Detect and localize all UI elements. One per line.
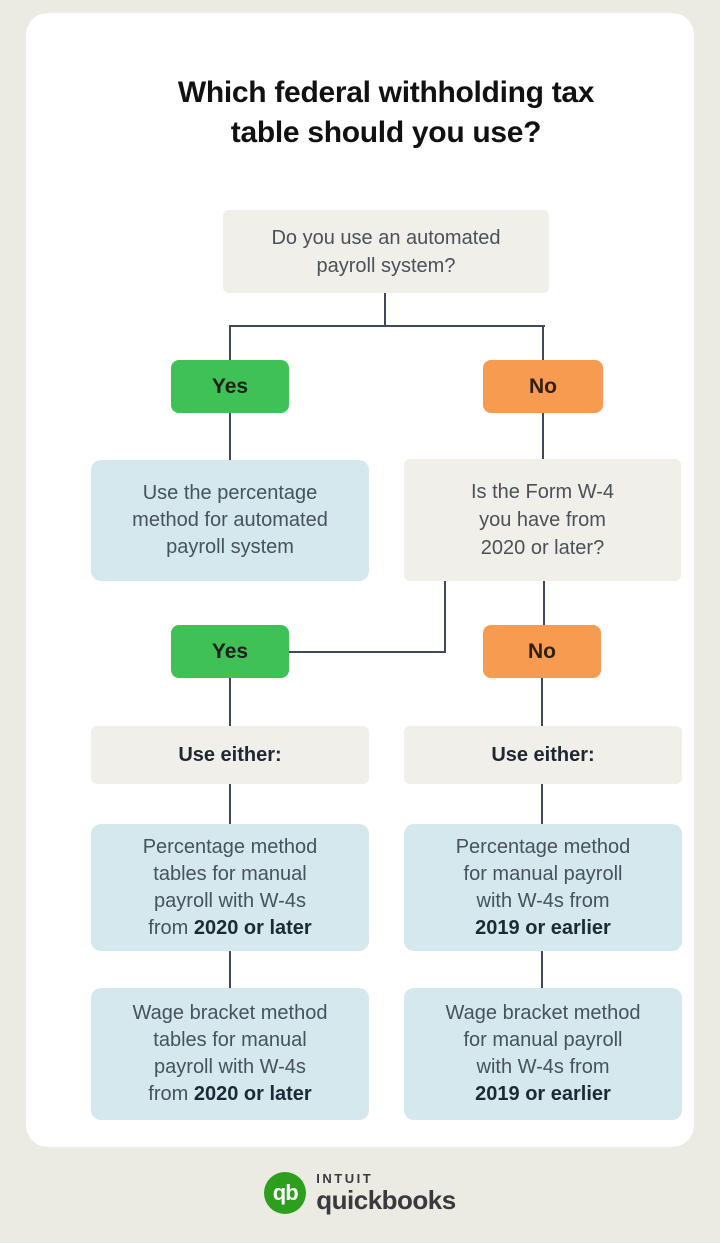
use-either-label-right: Use either: — [404, 726, 682, 784]
quickbooks-brand-label: quickbooks — [316, 1185, 456, 1215]
connector-line — [229, 951, 231, 988]
connector-line — [229, 413, 231, 460]
page-title: Which federal withholding tax table shou… — [177, 76, 595, 149]
question-automated-payroll: Do you use an automated payroll system? — [223, 210, 549, 293]
infographic-card: Which federal withholding tax table shou… — [26, 13, 694, 1147]
intuit-brand-label: INTUIT — [316, 1171, 374, 1186]
no-button-automated: No — [483, 360, 603, 413]
connector-line — [384, 293, 386, 327]
result-text: Percentage method tables for manual payr… — [142, 835, 318, 939]
connector-line — [444, 581, 446, 653]
result-bold-text: 2020 or later — [188, 916, 312, 939]
yes-button-w4-2020: Yes — [171, 625, 289, 678]
use-either-label-left: Use either: — [91, 726, 369, 784]
result-bold-text: 2019 or earlier — [475, 916, 611, 939]
result-percentage-method-2020: Percentage method tables for manual payr… — [91, 824, 369, 951]
quickbooks-logo: qb INTUIT quickbooks — [0, 1172, 720, 1214]
result-bold-text: 2020 or later — [188, 1083, 312, 1105]
connector-line — [229, 784, 231, 826]
connector-line — [541, 784, 543, 826]
result-text: Percentage method for manual payroll wit… — [455, 835, 631, 912]
result-bold-text: 2019 or earlier — [475, 1083, 611, 1105]
connector-line — [542, 413, 544, 459]
qb-logo-icon: qb — [264, 1172, 307, 1214]
result-wage-bracket-2020: Wage bracket method tables for manual pa… — [91, 988, 369, 1120]
result-text: Wage bracket method for manual payroll w… — [445, 1002, 641, 1078]
no-button-w4-2020: No — [483, 625, 601, 678]
connector-line — [541, 951, 543, 988]
result-percentage-method-2019: Percentage method for manual payroll wit… — [404, 824, 682, 951]
result-automated-percentage-method: Use the percentage method for automated … — [91, 460, 369, 581]
connector-line — [541, 678, 543, 726]
connector-line — [229, 678, 231, 726]
yes-button-automated: Yes — [171, 360, 289, 413]
connector-line — [289, 651, 446, 653]
connector-line — [229, 325, 231, 360]
question-form-w4-year: Is the Form W-4 you have from 2020 or la… — [404, 459, 681, 581]
connector-line — [542, 325, 544, 360]
connector-line — [229, 325, 545, 327]
result-wage-bracket-2019: Wage bracket method for manual payroll w… — [404, 988, 682, 1120]
result-text: Wage bracket method tables for manual pa… — [132, 1002, 328, 1105]
connector-line — [543, 581, 545, 625]
